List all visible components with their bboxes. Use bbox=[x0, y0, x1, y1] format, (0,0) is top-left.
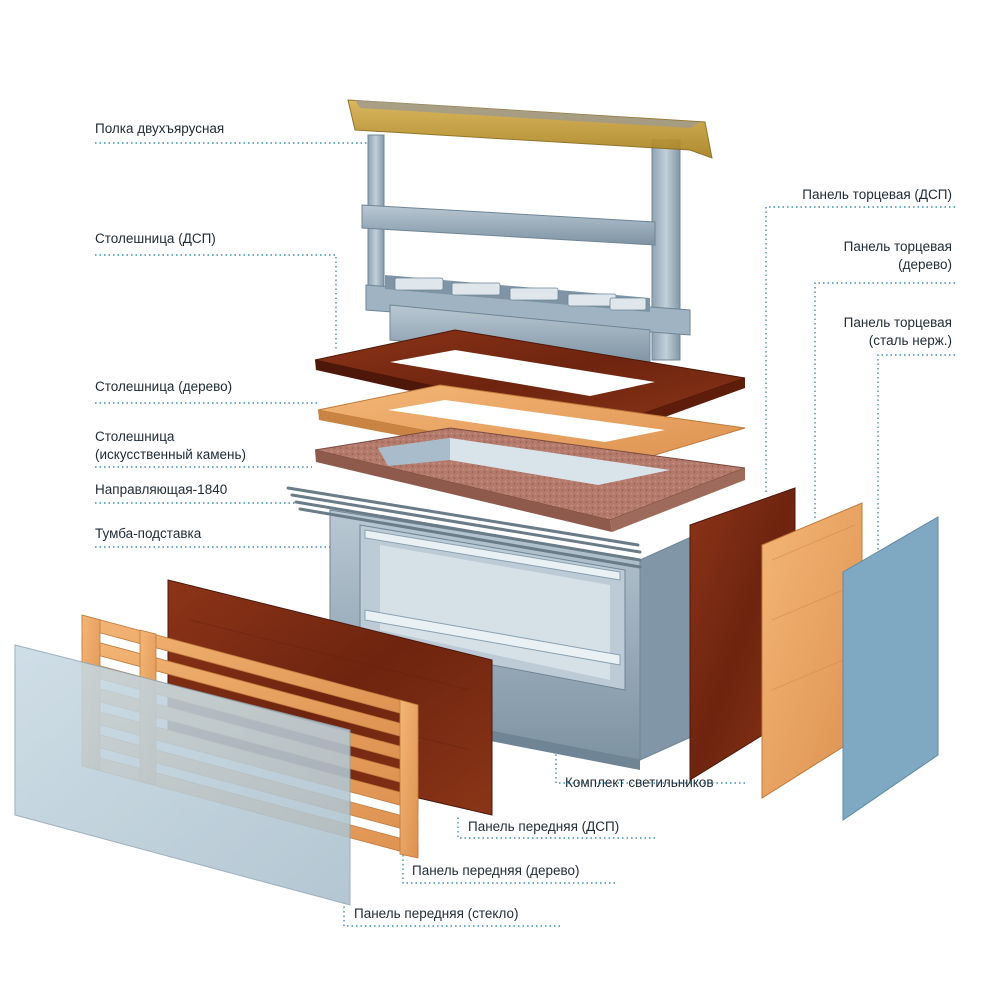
front-panel-glass bbox=[14, 644, 351, 906]
label-front-wood: Панель передняя (дерево) bbox=[412, 863, 580, 878]
label-end-steel-line1: Панель торцевая bbox=[843, 315, 952, 330]
label-lights: Комплект светильников bbox=[565, 775, 714, 790]
label-end-steel-line2: (сталь нерж.) bbox=[868, 333, 952, 348]
end-panel-wood bbox=[761, 502, 863, 799]
label-end-wood-line1: Панель торцевая bbox=[843, 239, 952, 254]
label-front-dsp: Панель передняя (ДСП) bbox=[468, 819, 620, 834]
label-end-dsp: Панель торцевая (ДСП) bbox=[802, 187, 952, 202]
label-rail: Направляющая-1840 bbox=[95, 482, 228, 497]
label-shelf-two-tier: Полка двухъярусная bbox=[95, 121, 225, 136]
end-panel-steel bbox=[842, 516, 939, 821]
label-top-stone-line2: (искусственный камень) bbox=[95, 447, 247, 462]
label-top-dsp: Столешница (ДСП) bbox=[95, 231, 216, 246]
label-top-wood: Столешница (дерево) bbox=[95, 379, 233, 394]
label-front-glass: Панель передняя (стекло) bbox=[354, 906, 519, 921]
guide-rail bbox=[286, 486, 642, 569]
two-tier-shelf bbox=[347, 99, 713, 366]
countertop-stone bbox=[314, 427, 746, 532]
label-stand: Тумба-подставка bbox=[95, 526, 202, 541]
label-top-stone-line1: Столешница bbox=[95, 429, 175, 444]
label-end-wood-line2: (дерево) bbox=[898, 257, 952, 272]
